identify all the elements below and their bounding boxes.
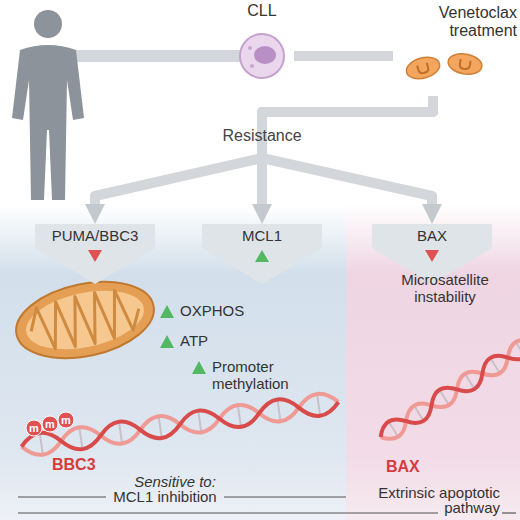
dna-rung	[159, 416, 162, 438]
genomic-label: Microsatellite instability	[378, 272, 512, 305]
up-triangle	[192, 361, 206, 374]
pill-mark	[459, 59, 470, 70]
branch-chevron: MCL1	[202, 224, 322, 284]
chevron-shape	[35, 224, 155, 284]
dna-helix	[376, 334, 520, 445]
up-triangle	[160, 305, 174, 318]
up-triangle	[160, 335, 174, 348]
dna-rung	[198, 411, 201, 433]
connector-band	[294, 51, 393, 61]
dna-strand	[376, 334, 520, 445]
mito-cristae	[26, 284, 144, 356]
blue-panel	[0, 205, 346, 520]
node-text: BAX	[372, 228, 492, 245]
dna-rung	[40, 433, 43, 455]
mitochondrion	[9, 270, 161, 370]
connector-band	[95, 96, 433, 204]
node-text: PUMA/BBC3	[35, 228, 155, 245]
rule-line	[502, 512, 516, 513]
dna-rung	[516, 342, 520, 357]
change-triangle	[425, 250, 439, 262]
methyl-mark: m	[26, 420, 42, 436]
methyl-circle	[58, 412, 74, 428]
methyl-mark: m	[42, 416, 58, 432]
gene-label: BAX	[386, 458, 436, 476]
pill-body	[447, 51, 484, 77]
dna-strand	[376, 334, 520, 445]
node-text: Venetoclax treatment	[393, 4, 517, 39]
pill	[404, 54, 442, 82]
change-triangle	[88, 250, 102, 262]
dna-rung	[317, 394, 320, 416]
dna-strand	[20, 391, 340, 457]
cell-nucleus	[254, 46, 276, 64]
node-text: CLL	[230, 2, 294, 20]
pill-mark	[417, 63, 429, 74]
dna-rung	[238, 405, 241, 427]
chevron-shape	[202, 224, 322, 284]
dna-rung	[119, 422, 122, 444]
branch-chevron: PUMA/BBC3	[35, 224, 155, 284]
connector-band	[262, 96, 433, 204]
therapy-label: MCL1 inhibition	[92, 489, 238, 506]
pink-panel	[346, 205, 520, 520]
metabolic-label: OXPHOS	[180, 303, 270, 320]
rule-line	[224, 496, 346, 497]
dna-rung	[439, 390, 449, 405]
dna-rung	[389, 422, 399, 437]
cell-node: CLL	[230, 2, 294, 86]
pill-body	[404, 54, 442, 82]
epigenetic-label: Promoter methylation	[212, 359, 322, 392]
dna-strand	[20, 391, 340, 457]
cell-outline	[240, 34, 284, 78]
mito-inner	[21, 281, 150, 359]
person-body	[12, 45, 84, 200]
dna-helix	[20, 391, 340, 457]
rule-line	[18, 512, 438, 513]
methyl-mark: m	[58, 412, 74, 428]
connector-band	[262, 96, 433, 204]
drug-node: Venetoclax treatment	[393, 4, 517, 96]
methyl-circle	[26, 420, 42, 436]
dna-rung	[490, 358, 500, 373]
rule-line	[18, 496, 106, 497]
person-head	[34, 10, 62, 38]
flow-band	[62, 50, 240, 62]
cell-granule	[248, 46, 252, 50]
mito-outer	[9, 270, 161, 370]
dna-rung	[414, 406, 424, 421]
dna-rung	[79, 427, 82, 449]
process-label: Resistance	[202, 127, 322, 145]
gene-label: BBC3	[52, 456, 112, 474]
therapy-label: Extrinsic apoptotic pathway	[366, 485, 500, 515]
dna-rung	[277, 399, 280, 421]
cell-granule	[250, 64, 254, 68]
change-triangle	[255, 250, 269, 262]
dna-rung	[465, 374, 475, 389]
pill	[447, 51, 484, 77]
node-text: MCL1	[202, 228, 322, 245]
metabolic-label: ATP	[180, 333, 270, 350]
methyl-circle	[42, 416, 58, 432]
